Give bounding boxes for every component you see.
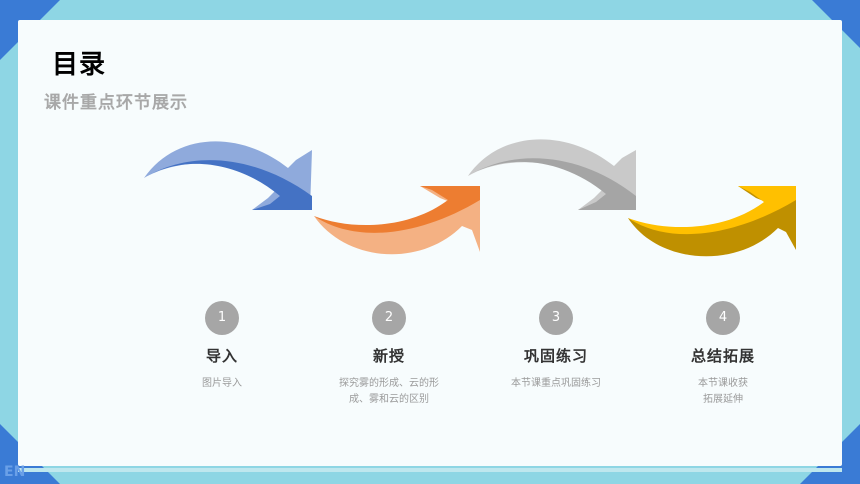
step-4-number-badge: 4 — [706, 301, 740, 335]
step-2-number-badge: 2 — [372, 301, 406, 335]
step-1-title: 导入 — [205, 347, 238, 365]
step-3-title: 巩固练习 — [523, 347, 588, 365]
step-3-number-badge: 3 — [539, 301, 573, 335]
step-3-desc: 本节课重点巩固练习 — [511, 378, 601, 389]
step-2: 2 新授 探究雾的形成、云的形成、雾和云的区别 — [314, 301, 464, 408]
arrow-4-yellow — [628, 186, 796, 257]
card-shadow — [18, 468, 842, 472]
step-1-number-badge: 1 — [205, 301, 239, 335]
step-4: 4 总结拓展 本节课收获 拓展延伸 — [648, 301, 798, 408]
step-4-title: 总结拓展 — [690, 347, 755, 365]
step-3: 3 巩固练习 本节课重点巩固练习 — [481, 301, 631, 392]
arrow-3-gray — [468, 139, 636, 210]
step-2-desc: 探究雾的形成、云的形成、雾和云的区别 — [339, 378, 439, 405]
arrow-2-orange — [314, 186, 480, 255]
step-4-desc: 本节课收获 拓展延伸 — [698, 378, 748, 405]
step-2-title: 新授 — [372, 347, 405, 365]
step-1: 1 导入 图片导入 — [147, 301, 297, 392]
page-subtitle: 课件重点环节展示 — [44, 93, 188, 113]
page-title: 目录 — [52, 50, 107, 80]
corner-label: EN — [4, 464, 26, 480]
arrow-1-blue — [144, 141, 312, 210]
step-1-desc: 图片导入 — [202, 378, 242, 389]
